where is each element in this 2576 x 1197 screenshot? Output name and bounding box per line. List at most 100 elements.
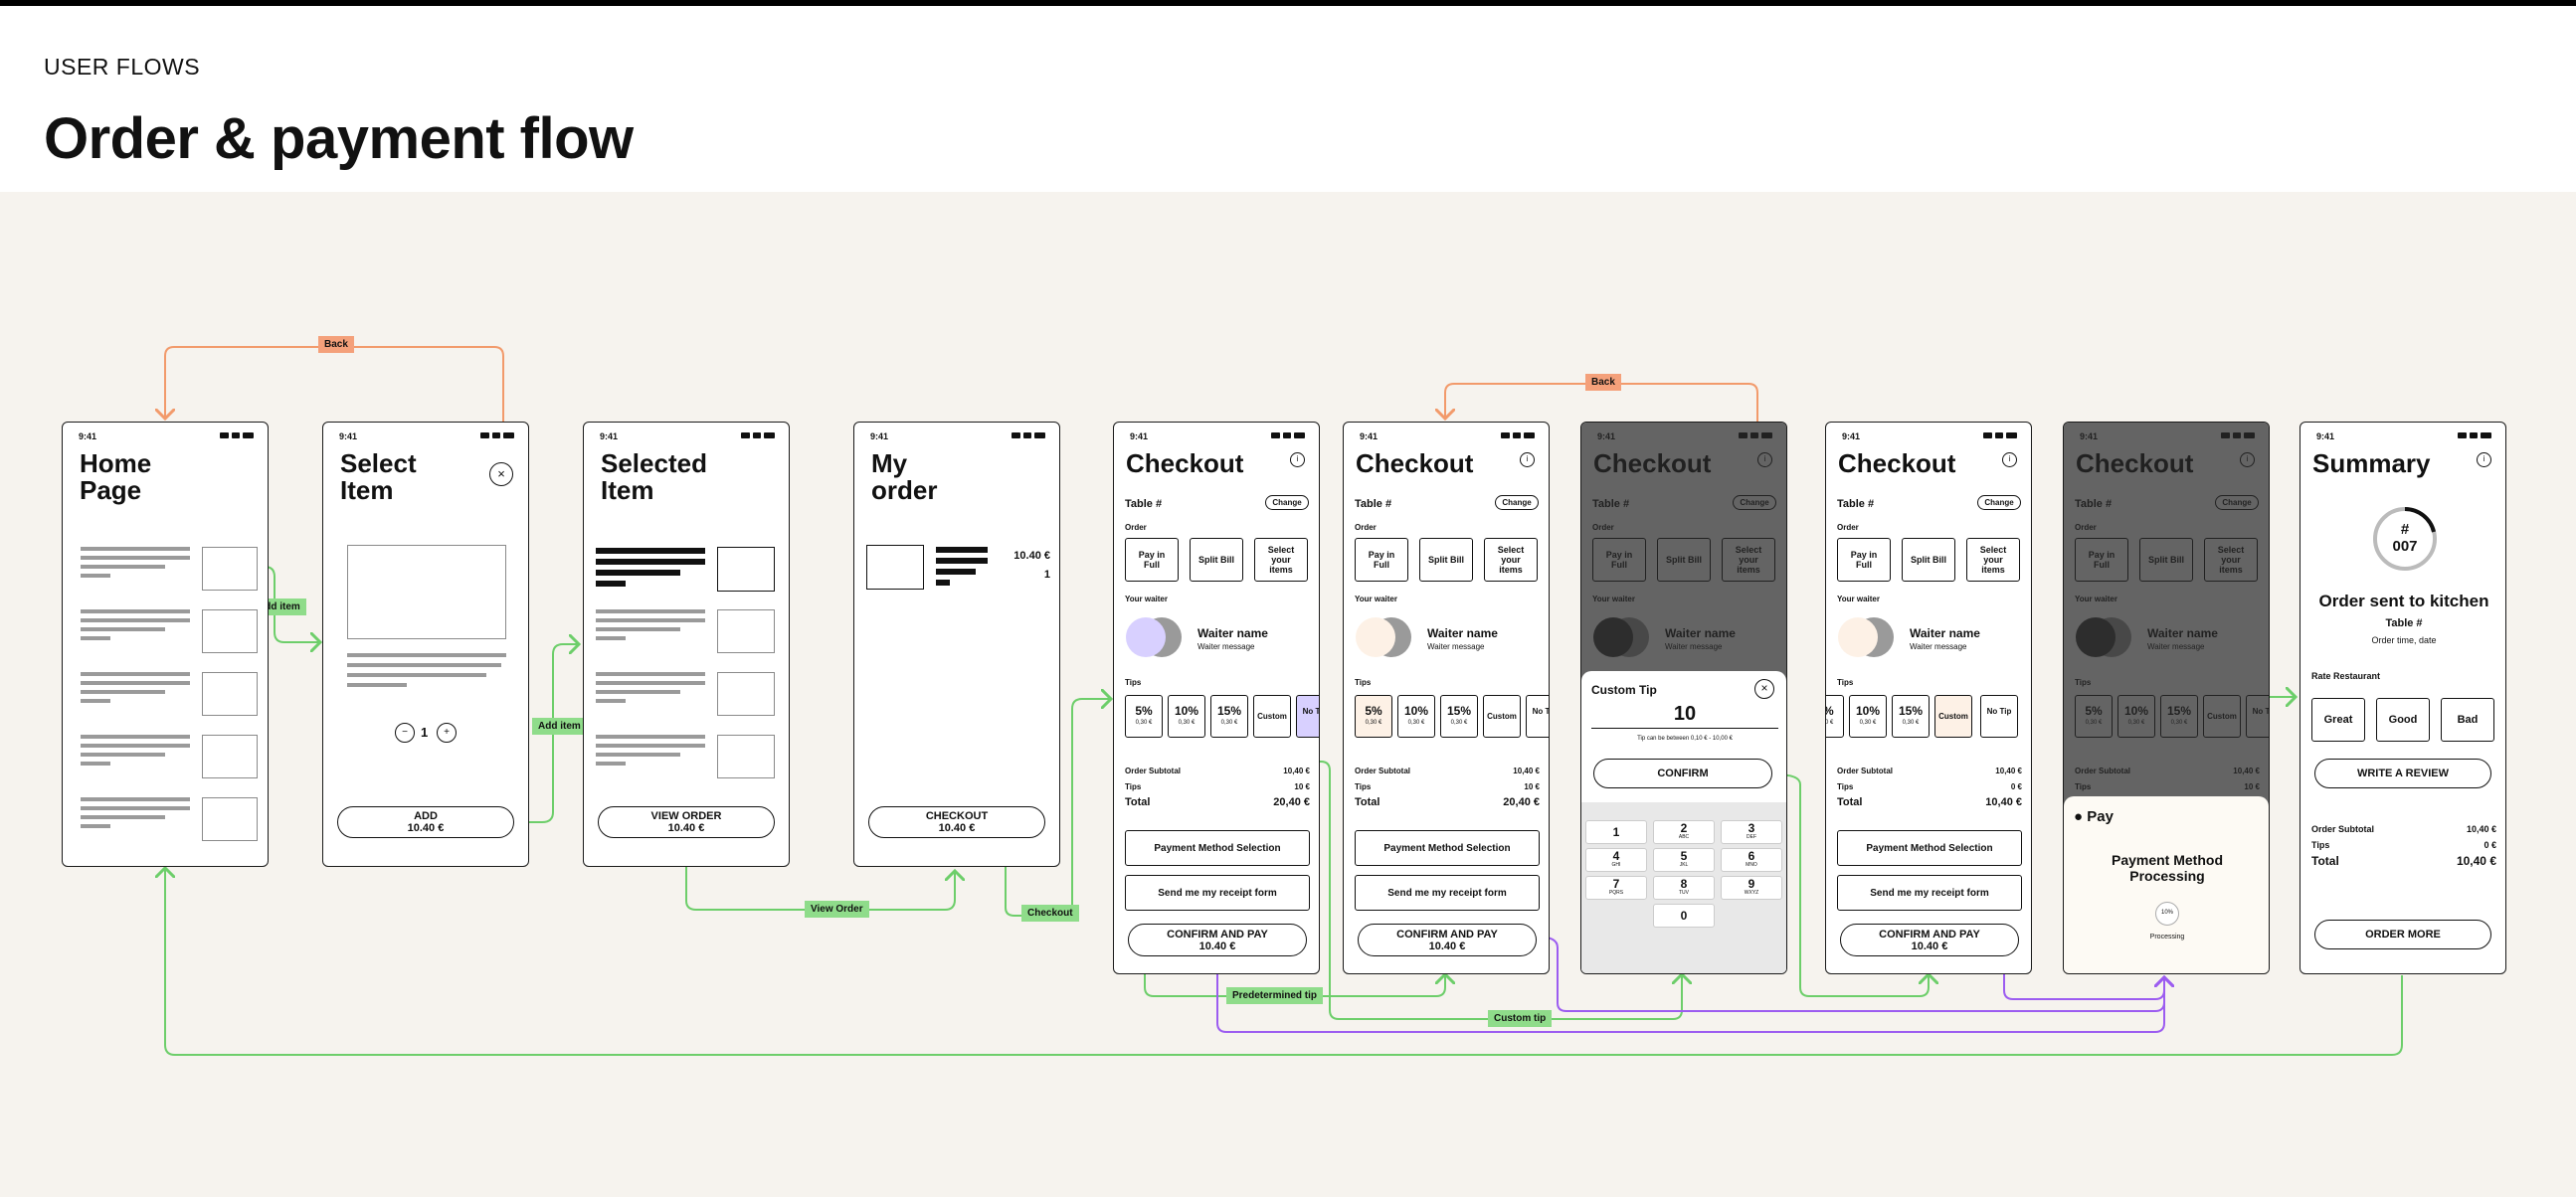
close-icon[interactable]: ×: [489, 462, 513, 486]
confirm-tip-button[interactable]: CONFIRM: [1593, 759, 1772, 788]
add-button[interactable]: ADD 10.40 €: [337, 806, 514, 838]
tip-option-p15[interactable]: 15%0,30 €: [1210, 695, 1248, 738]
receipt-form-button[interactable]: Send me my receipt form: [1837, 875, 2022, 911]
tip-option-notip[interactable]: No Tip: [1296, 695, 1319, 738]
tip-option-p15[interactable]: 15%0,30 €: [1440, 695, 1478, 738]
tip-option-p5[interactable]: 5%0,30 €: [1826, 695, 1844, 738]
payment-method-button[interactable]: Payment Method Selection: [1837, 830, 2022, 866]
receipt-form-button[interactable]: Send me my receipt form: [1355, 875, 1540, 911]
order-number-ring: [2373, 507, 2437, 571]
confirm-and-pay-button[interactable]: CONFIRM AND PAY 10.40 €: [1840, 924, 2019, 956]
info-icon[interactable]: i: [1290, 452, 1305, 467]
keypad-key-0[interactable]: 0: [1653, 904, 1715, 928]
receipt-form-button[interactable]: Send me my receipt form: [1125, 875, 1310, 911]
view-order-button[interactable]: VIEW ORDER 10.40 €: [598, 806, 775, 838]
tip-option-notip[interactable]: No Tip: [1980, 695, 2018, 738]
item-thumbnail[interactable]: [202, 735, 258, 778]
checkout-button[interactable]: CHECKOUT 10.40 €: [868, 806, 1045, 838]
tip-option-custom[interactable]: Custom: [1483, 695, 1521, 738]
custom-tip-sheet: Custom Tip × 10 Tip can be between 0,10 …: [1581, 671, 1786, 973]
screen-selected-item: 9:41 Selected Item VIEW ORDER 10.40 €: [583, 422, 790, 867]
info-icon[interactable]: i: [2477, 452, 2491, 467]
tip-option-notip[interactable]: No Tip: [1526, 695, 1549, 738]
keypad-key-1[interactable]: 1: [1585, 820, 1647, 844]
checkout-price: 10.40 €: [938, 822, 976, 834]
subtotal-value: 10,40 €: [1513, 767, 1540, 775]
tip-option-custom[interactable]: Custom: [1253, 695, 1291, 738]
plus-icon[interactable]: +: [437, 723, 457, 743]
flow-tag-view-order: View Order: [805, 901, 869, 918]
waiter-avatar: [1838, 617, 1878, 657]
tip-option-p10[interactable]: 10%0,30 €: [1849, 695, 1887, 738]
pay-in-full-button[interactable]: Pay in Full: [1837, 538, 1891, 582]
change-button[interactable]: Change: [1495, 495, 1539, 510]
tip-option-p10[interactable]: 10%0,30 €: [1397, 695, 1435, 738]
split-bill-button[interactable]: Split Bill: [1902, 538, 1955, 582]
screen-title: Checkout: [1356, 448, 1474, 478]
apple-pay-brand: Pay: [2087, 808, 2114, 825]
item-thumbnail[interactable]: [202, 547, 258, 591]
item-thumbnail[interactable]: [202, 609, 258, 653]
status-icons: [1501, 432, 1535, 439]
tip-option-p10[interactable]: 10%0,30 €: [1168, 695, 1205, 738]
minus-icon[interactable]: −: [395, 723, 415, 743]
item-thumbnail[interactable]: [717, 735, 775, 778]
select-items-button[interactable]: Select your items: [1254, 538, 1308, 582]
pay-in-full-button[interactable]: Pay in Full: [1355, 538, 1408, 582]
status-icons: [480, 432, 514, 439]
status-time: 9:41: [339, 431, 358, 441]
screen-home: 9:41 Home Page: [62, 422, 269, 867]
split-bill-button[interactable]: Split Bill: [1419, 538, 1473, 582]
tip-option-p5[interactable]: 5%0,30 €: [1355, 695, 1392, 738]
flow-tag-predetermined-tip: Predetermined tip: [1226, 987, 1324, 1004]
change-button[interactable]: Change: [1265, 495, 1309, 510]
your-waiter-label: Your waiter: [1125, 595, 1168, 603]
tip-option-p5[interactable]: 5%0,30 €: [1125, 695, 1163, 738]
order-sent-heading: Order sent to kitchen: [2318, 592, 2489, 610]
item-thumbnail[interactable]: [717, 672, 775, 716]
payment-method-button[interactable]: Payment Method Selection: [1125, 830, 1310, 866]
rate-bad-button[interactable]: Bad: [2441, 698, 2494, 742]
item-thumbnail[interactable]: [717, 609, 775, 653]
select-items-button[interactable]: Select your items: [1966, 538, 2020, 582]
tip-option-custom[interactable]: Custom: [1934, 695, 1972, 738]
item-thumbnail[interactable]: [202, 797, 258, 841]
rate-good-button[interactable]: Good: [2376, 698, 2430, 742]
write-review-button[interactable]: WRITE A REVIEW: [2314, 759, 2491, 788]
change-button[interactable]: Change: [1977, 495, 2021, 510]
select-items-button[interactable]: Select your items: [1484, 538, 1538, 582]
status-time: 9:41: [870, 431, 889, 441]
status-icons: [1271, 432, 1305, 439]
subtotal-value: 10,40 €: [1283, 767, 1310, 775]
split-bill-button[interactable]: Split Bill: [1190, 538, 1243, 582]
tip-option-p15[interactable]: 15%0,30 €: [1892, 695, 1930, 738]
page-title: Order & payment flow: [44, 106, 634, 171]
view-order-price: 10.40 €: [667, 822, 705, 834]
confirm-and-pay-button[interactable]: CONFIRM AND PAY 10.40 €: [1358, 924, 1537, 956]
confirm-and-pay-button[interactable]: CONFIRM AND PAY 10.40 €: [1128, 924, 1307, 956]
order-item-price: 10.40 €: [1013, 550, 1050, 562]
header: USER FLOWS Order & payment flow: [0, 6, 2576, 192]
screen-title: Home Page: [80, 448, 152, 505]
payment-method-button[interactable]: Payment Method Selection: [1355, 830, 1540, 866]
subtotal-label: Order Subtotal: [1125, 767, 1182, 775]
info-icon[interactable]: i: [2002, 452, 2017, 467]
item-thumbnail[interactable]: [202, 672, 258, 716]
apple-pay-logo: ● Pay: [2074, 808, 2114, 825]
info-icon[interactable]: i: [1520, 452, 1535, 467]
rate-great-button[interactable]: Great: [2311, 698, 2365, 742]
order-more-button[interactable]: ORDER MORE: [2314, 920, 2491, 949]
status-time: 9:41: [600, 431, 619, 441]
close-icon[interactable]: ×: [1754, 679, 1774, 699]
pay-in-full-button[interactable]: Pay in Full: [1125, 538, 1179, 582]
screen-checkout-2: 9:41 Checkout i Table # Change Order Pay…: [1343, 422, 1550, 974]
status-icons: [1012, 432, 1045, 439]
